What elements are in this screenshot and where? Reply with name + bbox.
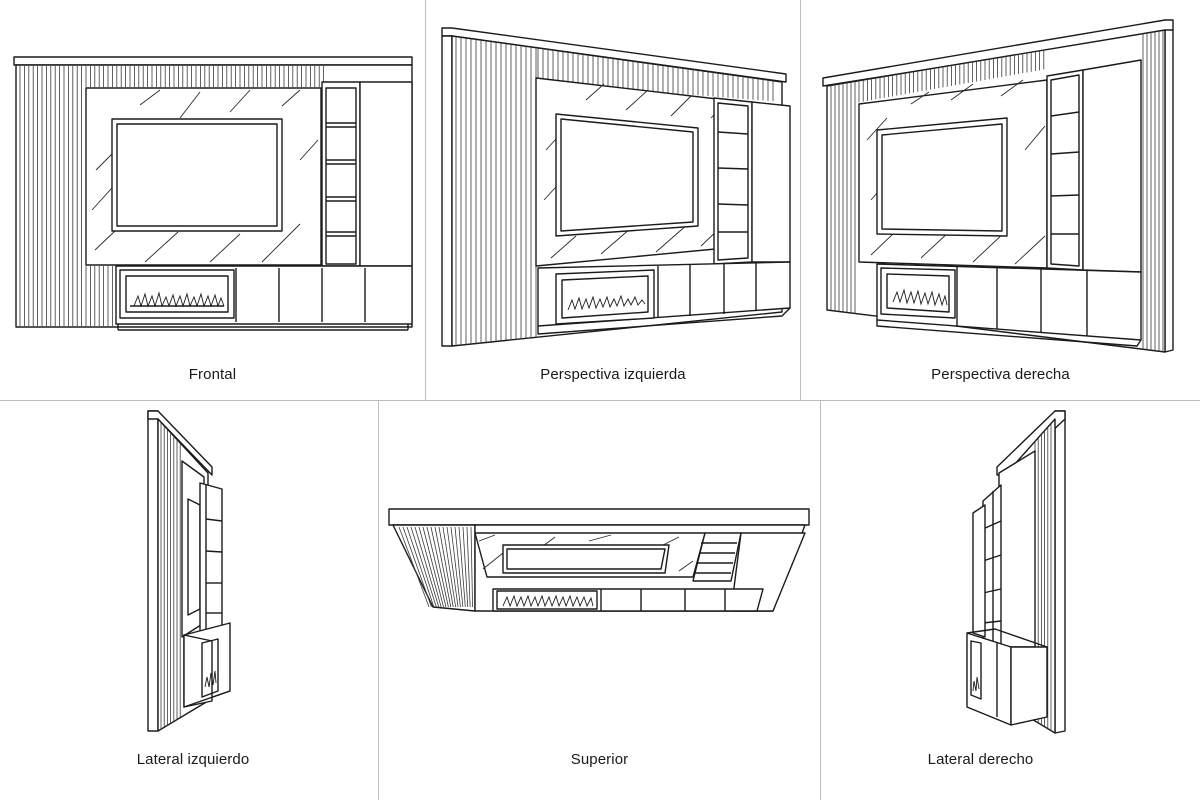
pl-tv	[555, 113, 699, 237]
divider-middle	[0, 400, 1200, 401]
frontal-slats	[19, 66, 325, 326]
caption-perspectiva-derecha: Perspectiva derecha	[931, 366, 1070, 383]
pr-tv	[876, 117, 1008, 237]
caption-perspectiva-izquierda: Perspectiva izquierda	[540, 366, 686, 383]
lr-wall-end	[1054, 410, 1066, 734]
caption-superior: Superior	[570, 751, 629, 768]
top-tv	[502, 544, 670, 574]
top-slats	[398, 526, 476, 608]
slat-groove	[410, 526, 437, 608]
view-superior: Superior	[379, 401, 820, 800]
slat-groove	[414, 526, 440, 608]
view-frontal: Frontal	[0, 0, 425, 400]
top-flames	[502, 594, 594, 608]
frontal-fireplace	[119, 269, 235, 319]
divider-bottom-2	[820, 400, 821, 800]
lat-right-drawing	[966, 410, 1066, 734]
slat-groove	[450, 526, 461, 608]
divider-top-2	[800, 0, 801, 400]
caption-frontal: Frontal	[188, 366, 237, 383]
pl-fireplace	[555, 269, 655, 325]
frontal-flames	[133, 291, 225, 308]
pr-slats	[830, 30, 1164, 352]
caption-lateral-izquierdo: Lateral izquierdo	[136, 751, 250, 768]
frontal-tv	[111, 118, 283, 232]
ll-wall-end	[147, 410, 159, 732]
slat-groove	[418, 526, 442, 608]
slat-groove	[434, 526, 452, 608]
slat-groove	[430, 526, 449, 608]
slat-groove	[462, 526, 469, 608]
slat-groove	[470, 526, 473, 608]
pl-flames	[567, 294, 646, 311]
persp-right-drawing	[822, 19, 1174, 353]
ll-shelf-unit	[199, 482, 223, 634]
view-perspectiva-izquierda: Perspectiva izquierda	[426, 0, 800, 400]
frontal-top-cap	[13, 56, 413, 66]
frontal-shelf-unit	[321, 81, 361, 267]
slat-groove	[422, 526, 444, 608]
pl-tall-cabinet	[751, 101, 791, 263]
top-slab	[388, 508, 810, 526]
caption-lateral-derecho: Lateral derecho	[927, 751, 1034, 768]
divider-bottom-1	[378, 400, 379, 800]
lr-tall-cabinet	[998, 450, 1036, 648]
slat-groove	[438, 526, 454, 608]
slat-groove	[406, 526, 435, 608]
persp-left-drawing	[441, 27, 791, 347]
slat-groove	[458, 526, 466, 608]
view-lateral-izquierdo: Lateral izquierdo	[0, 401, 378, 800]
ll-tv	[187, 498, 201, 616]
top-shelf-unit	[692, 532, 742, 582]
frontal-tall-cabinet	[359, 81, 413, 267]
pl-slats	[455, 36, 774, 346]
ll-slats	[160, 422, 181, 730]
frontal-tv-screen	[116, 123, 278, 227]
lr-base-cabinet	[966, 632, 1012, 726]
slat-groove	[466, 526, 471, 608]
pr-flames	[892, 288, 948, 307]
lr-tv	[972, 504, 986, 638]
lr-fireplace	[970, 640, 982, 700]
ll-fireplace	[201, 638, 219, 698]
frontal-drawing	[13, 56, 413, 331]
view-perspectiva-derecha: Perspectiva derecha	[801, 0, 1200, 400]
lat-left-drawing	[147, 410, 231, 732]
slat-groove	[454, 526, 464, 608]
slat-groove	[426, 526, 447, 608]
pl-shelf-unit	[713, 97, 753, 265]
top-fireplace	[496, 590, 598, 610]
top-drawing	[388, 508, 810, 612]
ll-top-cap	[147, 410, 213, 476]
slat-groove	[446, 526, 459, 608]
top-slat-wall	[392, 524, 476, 612]
pr-shelf-unit	[1046, 69, 1084, 271]
frontal-marble-veins	[91, 89, 319, 263]
view-lateral-derecho: Lateral derecho	[821, 401, 1200, 800]
divider-top-1	[425, 0, 426, 400]
pr-top-cap	[822, 19, 1174, 87]
slat-groove	[398, 526, 430, 608]
pr-tall-cabinet	[1082, 59, 1142, 273]
slat-groove	[402, 526, 432, 608]
slat-groove	[442, 526, 457, 608]
